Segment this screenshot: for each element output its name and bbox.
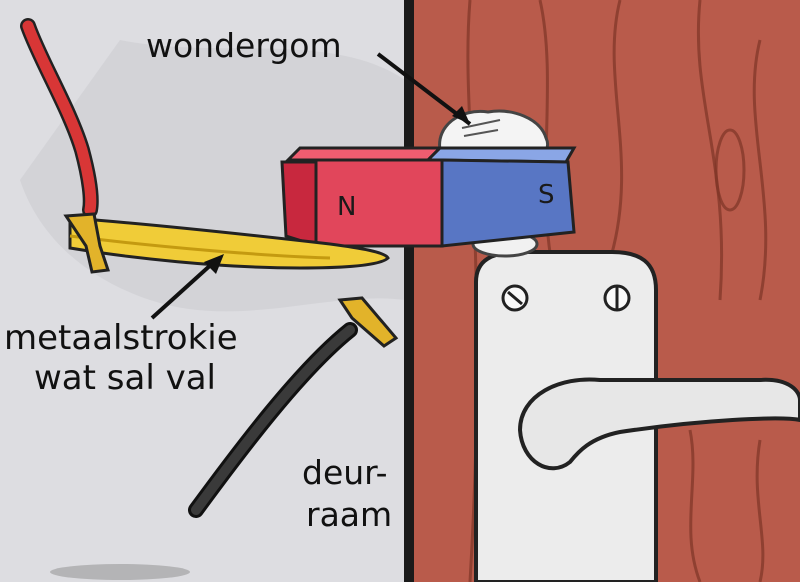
magnet-end-face (280, 160, 320, 249)
magnet-north-label: N (337, 192, 357, 222)
metal-strip (68, 216, 390, 270)
arrow-wondergom (376, 52, 472, 126)
floor-shadow (50, 564, 190, 580)
magnet-south-label: S (538, 180, 555, 210)
terminal-left (63, 212, 111, 274)
arrow-strip (150, 260, 216, 320)
magnet-north-face (314, 158, 444, 248)
door-frame-edge (404, 0, 414, 582)
wall-shading (0, 0, 412, 582)
label-door-frame-line2: raam (306, 495, 393, 534)
label-door-frame-line1: deur- (302, 453, 388, 492)
wood-knot (714, 128, 746, 212)
label-metal-strip-line2: wat sal val (34, 358, 216, 398)
label-metal-strip-line1: metaalstrokie (4, 318, 238, 358)
terminal-right (337, 296, 399, 348)
label-wondergom: wondergom (146, 26, 342, 65)
door-handle (517, 377, 800, 471)
label-door-frame: deur- raam (302, 452, 392, 536)
magnet-north-top (284, 146, 444, 162)
label-metal-strip: metaalstrokie wat sal val (4, 318, 238, 398)
magnet-south-face (440, 158, 576, 248)
